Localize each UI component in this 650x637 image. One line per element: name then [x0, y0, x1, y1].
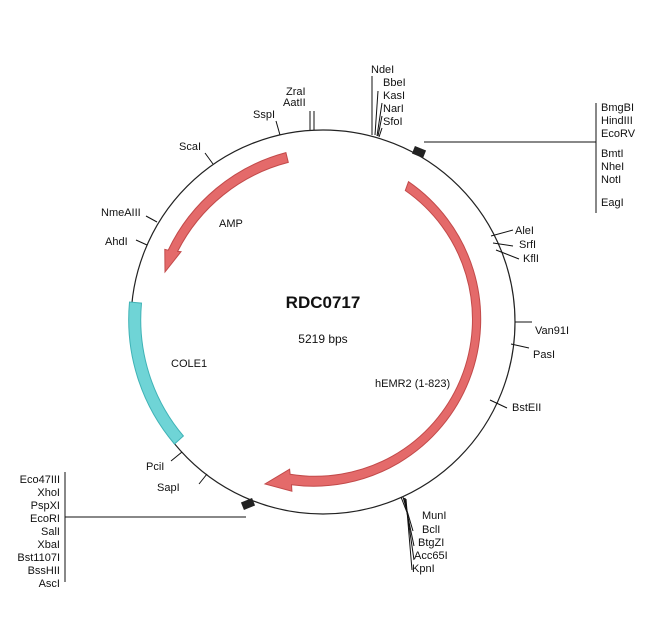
site-ecorv[interactable]: EcoRV [601, 128, 636, 140]
site-nari[interactable]: NarI [383, 103, 404, 115]
site-kfli[interactable]: KflI [523, 253, 539, 265]
site-nhei[interactable]: NheI [601, 161, 624, 173]
site-pcii[interactable]: PciI [146, 461, 164, 473]
site-bcli[interactable]: BclI [422, 524, 440, 536]
hemr2-feature[interactable] [263, 180, 482, 492]
site-van91i[interactable]: Van91I [535, 325, 569, 337]
site-kasi[interactable]: KasI [383, 90, 405, 102]
site-pspxi[interactable]: PspXI [31, 500, 60, 512]
plasmid-name: RDC0717 [286, 293, 361, 312]
site-sali[interactable]: SalI [41, 526, 60, 538]
site-scai[interactable]: ScaI [179, 141, 201, 153]
site-bsshii[interactable]: BssHII [28, 565, 60, 577]
site-ahdi[interactable]: AhdI [105, 236, 128, 248]
site-aatii[interactable]: AatII [283, 97, 306, 109]
site-bstEII[interactable]: BstEII [512, 402, 541, 414]
site-alei[interactable]: AleI [515, 225, 534, 237]
site-eagi[interactable]: EagI [601, 197, 624, 209]
plasmid-size: 5219 bps [298, 332, 347, 346]
site-sspi[interactable]: SspI [253, 109, 275, 121]
site-pasi[interactable]: PasI [533, 349, 555, 361]
amp-feature[interactable] [164, 151, 289, 274]
amp-label: AMP [219, 218, 243, 230]
site-sapi[interactable]: SapI [157, 482, 180, 494]
site-xbai[interactable]: XbaI [37, 539, 60, 551]
site-ndei[interactable]: NdeI [371, 64, 394, 76]
site-acc65i[interactable]: Acc65I [414, 550, 448, 562]
site-noti[interactable]: NotI [601, 174, 621, 186]
site-srfi[interactable]: SrfI [519, 239, 536, 251]
site-asci[interactable]: AscI [39, 578, 60, 590]
site-sfoi[interactable]: SfoI [383, 116, 403, 128]
site-zrai[interactable]: ZraI [286, 86, 306, 98]
site-bmgbi[interactable]: BmgBI [601, 102, 634, 114]
hemr2-label: hEMR2 (1-823) [375, 378, 450, 390]
site-eco47iii[interactable]: Eco47III [20, 474, 60, 486]
site-hindiii[interactable]: HindIII [601, 115, 633, 127]
cole1-label: COLE1 [171, 358, 207, 370]
site-btgzi[interactable]: BtgZI [418, 537, 444, 549]
site-bbei[interactable]: BbeI [383, 77, 406, 89]
site-bmti[interactable]: BmtI [601, 148, 624, 160]
site-muni[interactable]: MunI [422, 510, 446, 522]
cole1-feature[interactable] [128, 301, 185, 445]
site-kpni[interactable]: KpnI [412, 563, 435, 575]
site-bst1107i[interactable]: Bst1107I [17, 552, 60, 564]
site-xhoi[interactable]: XhoI [37, 487, 60, 499]
site-ecori[interactable]: EcoRI [30, 513, 60, 525]
backbone-circle [130, 129, 516, 515]
site-nmeaiii[interactable]: NmeAIII [101, 207, 141, 219]
